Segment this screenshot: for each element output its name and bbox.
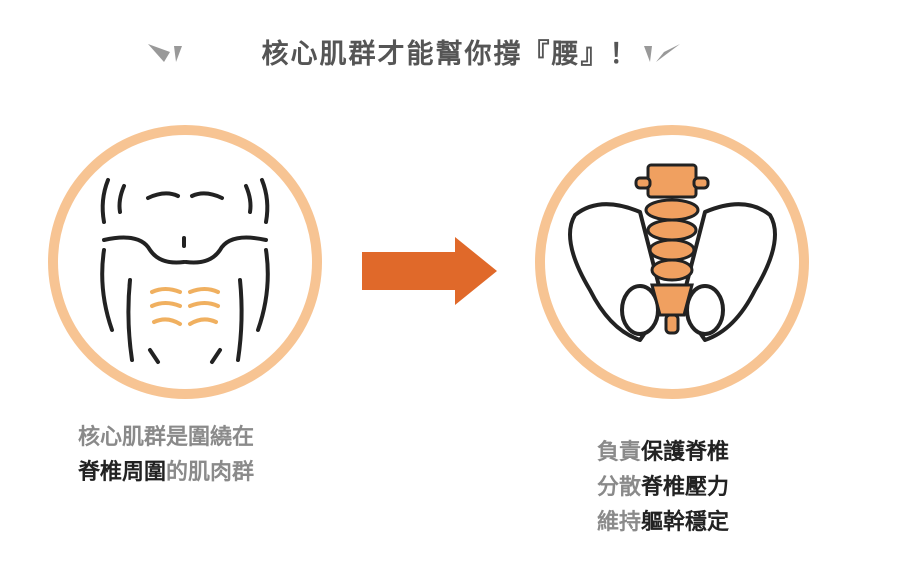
right-caption-line: 負責保護脊椎: [597, 435, 729, 470]
arrow-icon: [362, 237, 497, 305]
right-sparkle-icon: [644, 44, 680, 62]
abs-muscles-icon: [150, 287, 220, 326]
left-caption-line1: 核心肌群是圍繞在: [78, 425, 255, 450]
right-caption: 負責保護脊椎 分散脊椎壓力 維持軀幹穩定: [597, 435, 729, 540]
left-caption-bold: 脊椎周圍: [78, 460, 167, 485]
torso-abs-icon: [100, 178, 270, 364]
caption-gray: 負責: [597, 440, 642, 465]
caption-gray: 維持: [597, 510, 642, 535]
page-title: 核心肌群才能幫你撐『腰』！: [261, 39, 639, 70]
caption-gray: 分散: [597, 475, 642, 500]
left-caption-rest: 的肌肉群: [166, 460, 255, 485]
right-caption-line: 維持軀幹穩定: [597, 505, 729, 540]
caption-bold: 脊椎壓力: [641, 475, 730, 500]
caption-bold: 保護脊椎: [641, 440, 730, 465]
spine-circle: [535, 125, 809, 399]
left-sparkle-icon: [148, 44, 182, 62]
caption-bold: 軀幹穩定: [641, 510, 730, 535]
left-caption-line2: 脊椎周圍的肌肉群: [78, 455, 254, 490]
spine-icon: [634, 163, 710, 335]
left-caption: 核心肌群是圍繞在 脊椎周圍的肌肉群: [78, 420, 254, 490]
abs-circle: [48, 125, 322, 399]
right-caption-line: 分散脊椎壓力: [597, 470, 729, 505]
